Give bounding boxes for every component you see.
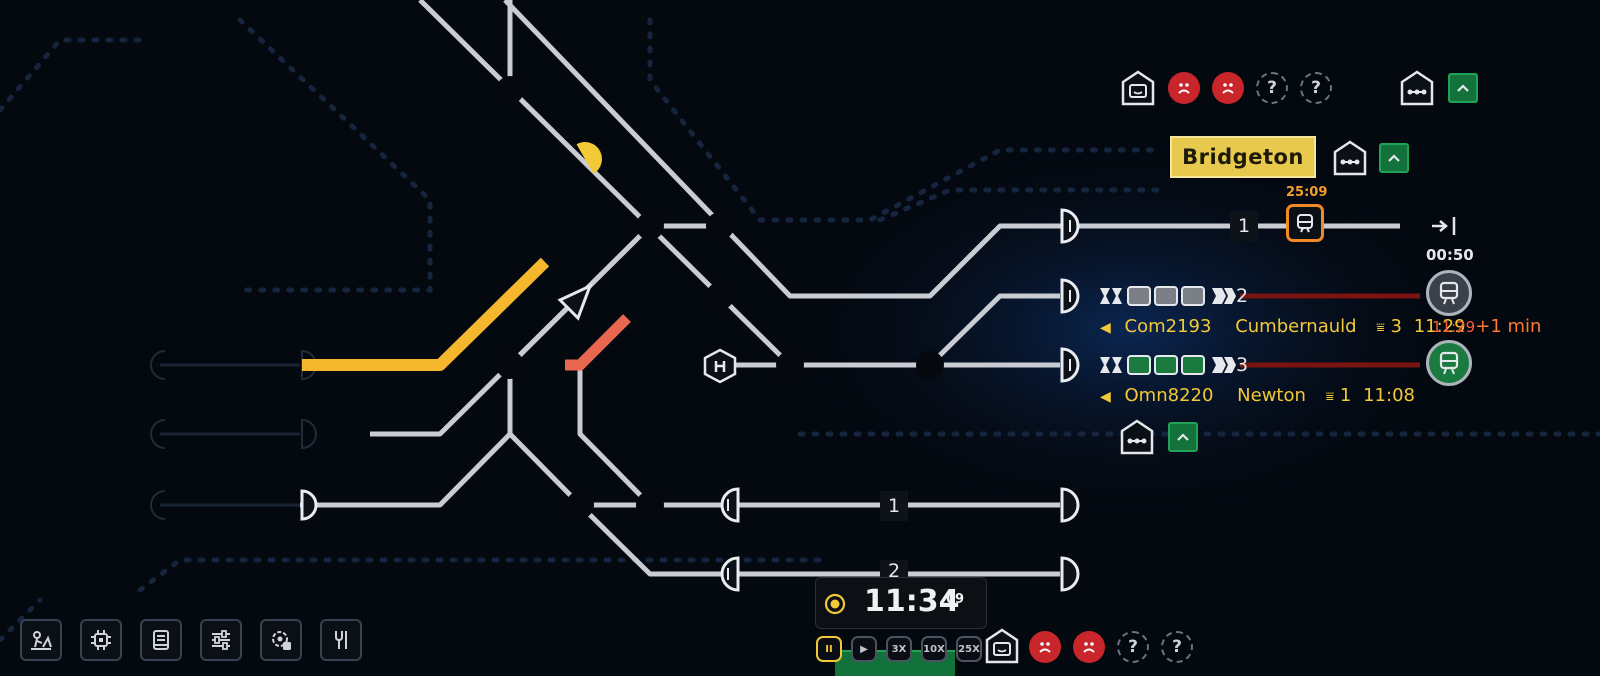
speed-10x-button[interactable]: 10X (921, 636, 947, 662)
delay-text: +1 min (1475, 316, 1542, 337)
train-destination: Newton (1237, 385, 1306, 406)
timetable-button[interactable] (140, 619, 182, 661)
chip-icon (91, 630, 111, 650)
expand-chevron-button[interactable] (1168, 422, 1198, 452)
game-clock: 11:34 09 (815, 577, 987, 629)
play-button[interactable]: ▶ (851, 636, 877, 662)
route-highlight-red (565, 314, 631, 371)
sad-face-icon[interactable] (1212, 72, 1244, 104)
game-settings-button[interactable] (260, 619, 302, 661)
settings-sliders-button[interactable] (200, 619, 242, 661)
platform-icon: ⩸ (1376, 320, 1385, 336)
unknown-rating-icon[interactable]: ? (1256, 72, 1288, 104)
station-platforms-icon[interactable] (1333, 140, 1367, 176)
platform-icon: ⩸ (1325, 389, 1335, 405)
unknown-rating-icon[interactable]: ? (1161, 631, 1193, 663)
unknown-rating-icon[interactable]: ? (1300, 72, 1332, 104)
train-destination: Cumbernauld (1235, 316, 1357, 337)
book-icon (153, 630, 169, 650)
platform-number-3: 3 (1235, 354, 1249, 376)
clock-time: 11:34 (864, 584, 960, 619)
train-info-row[interactable]: ◀ Com2193 Cumbernauld ⩸ 3 11:29 (1100, 316, 1466, 337)
south-platform-number-2: 2 (880, 560, 908, 578)
station-platforms-icon[interactable] (1120, 419, 1154, 455)
build-track-button[interactable] (20, 619, 62, 661)
tools-button[interactable] (320, 619, 362, 661)
train-id: Com2193 (1124, 316, 1212, 337)
signal-triangle (557, 283, 593, 321)
left-arrow-icon: ◀ (1100, 320, 1111, 336)
sad-face-icon[interactable] (1073, 631, 1105, 663)
station-name-sign[interactable]: Bridgeton (1170, 136, 1316, 178)
train-time: 11:29 (1413, 316, 1466, 337)
train-omn8220 (1100, 355, 1236, 375)
trains-button[interactable] (80, 619, 122, 661)
exit-arrow-icon (1432, 220, 1448, 232)
speed-25x-button[interactable]: 25X (956, 636, 982, 662)
platform-1-timer: 25:09 (1286, 185, 1328, 200)
sad-face-icon[interactable] (1029, 631, 1061, 663)
train-time: 11:08 (1363, 385, 1415, 406)
record-icon (824, 593, 846, 615)
tools-icon (335, 631, 347, 649)
south-platform-number-1: 1 (880, 491, 908, 521)
build-track-icon (31, 631, 52, 650)
station-platforms-icon[interactable] (1400, 70, 1434, 106)
delay-time: 11:29 (1432, 318, 1476, 336)
train-info-row[interactable]: ◀ Omn8220 Newton ⩸ 1 11:08 (1100, 385, 1415, 406)
platform-number-2: 2 (1235, 285, 1249, 307)
settings-icon (272, 631, 291, 650)
expand-chevron-button[interactable] (1448, 73, 1478, 103)
pause-button[interactable]: II (816, 636, 842, 662)
train-com2193 (1100, 286, 1236, 306)
train-platform: 1 (1339, 385, 1352, 406)
signal-light (576, 142, 602, 174)
delay-info: 11:29+1 min (1432, 316, 1541, 337)
sliders-icon (212, 630, 230, 650)
feedback-icon[interactable] (1121, 70, 1155, 106)
train-id: Omn8220 (1124, 385, 1214, 406)
left-arrow-icon: ◀ (1100, 389, 1111, 405)
platform-number-1: 1 (1230, 211, 1258, 241)
clock-seconds: 09 (946, 592, 965, 607)
incoming-train-icon[interactable] (1286, 204, 1324, 242)
speed-3x-button[interactable]: 3X (886, 636, 912, 662)
expand-chevron-button[interactable] (1379, 143, 1409, 173)
unknown-rating-icon[interactable]: ? (1117, 631, 1149, 663)
waiting-train-badge[interactable] (1426, 270, 1472, 316)
route-highlight-yellow (302, 257, 550, 371)
sad-face-icon[interactable] (1168, 72, 1200, 104)
exit-timer: 00:50 (1426, 246, 1474, 264)
feedback-icon[interactable] (985, 628, 1019, 664)
train-platform: 3 (1390, 316, 1402, 337)
departing-train-badge[interactable] (1426, 340, 1472, 386)
